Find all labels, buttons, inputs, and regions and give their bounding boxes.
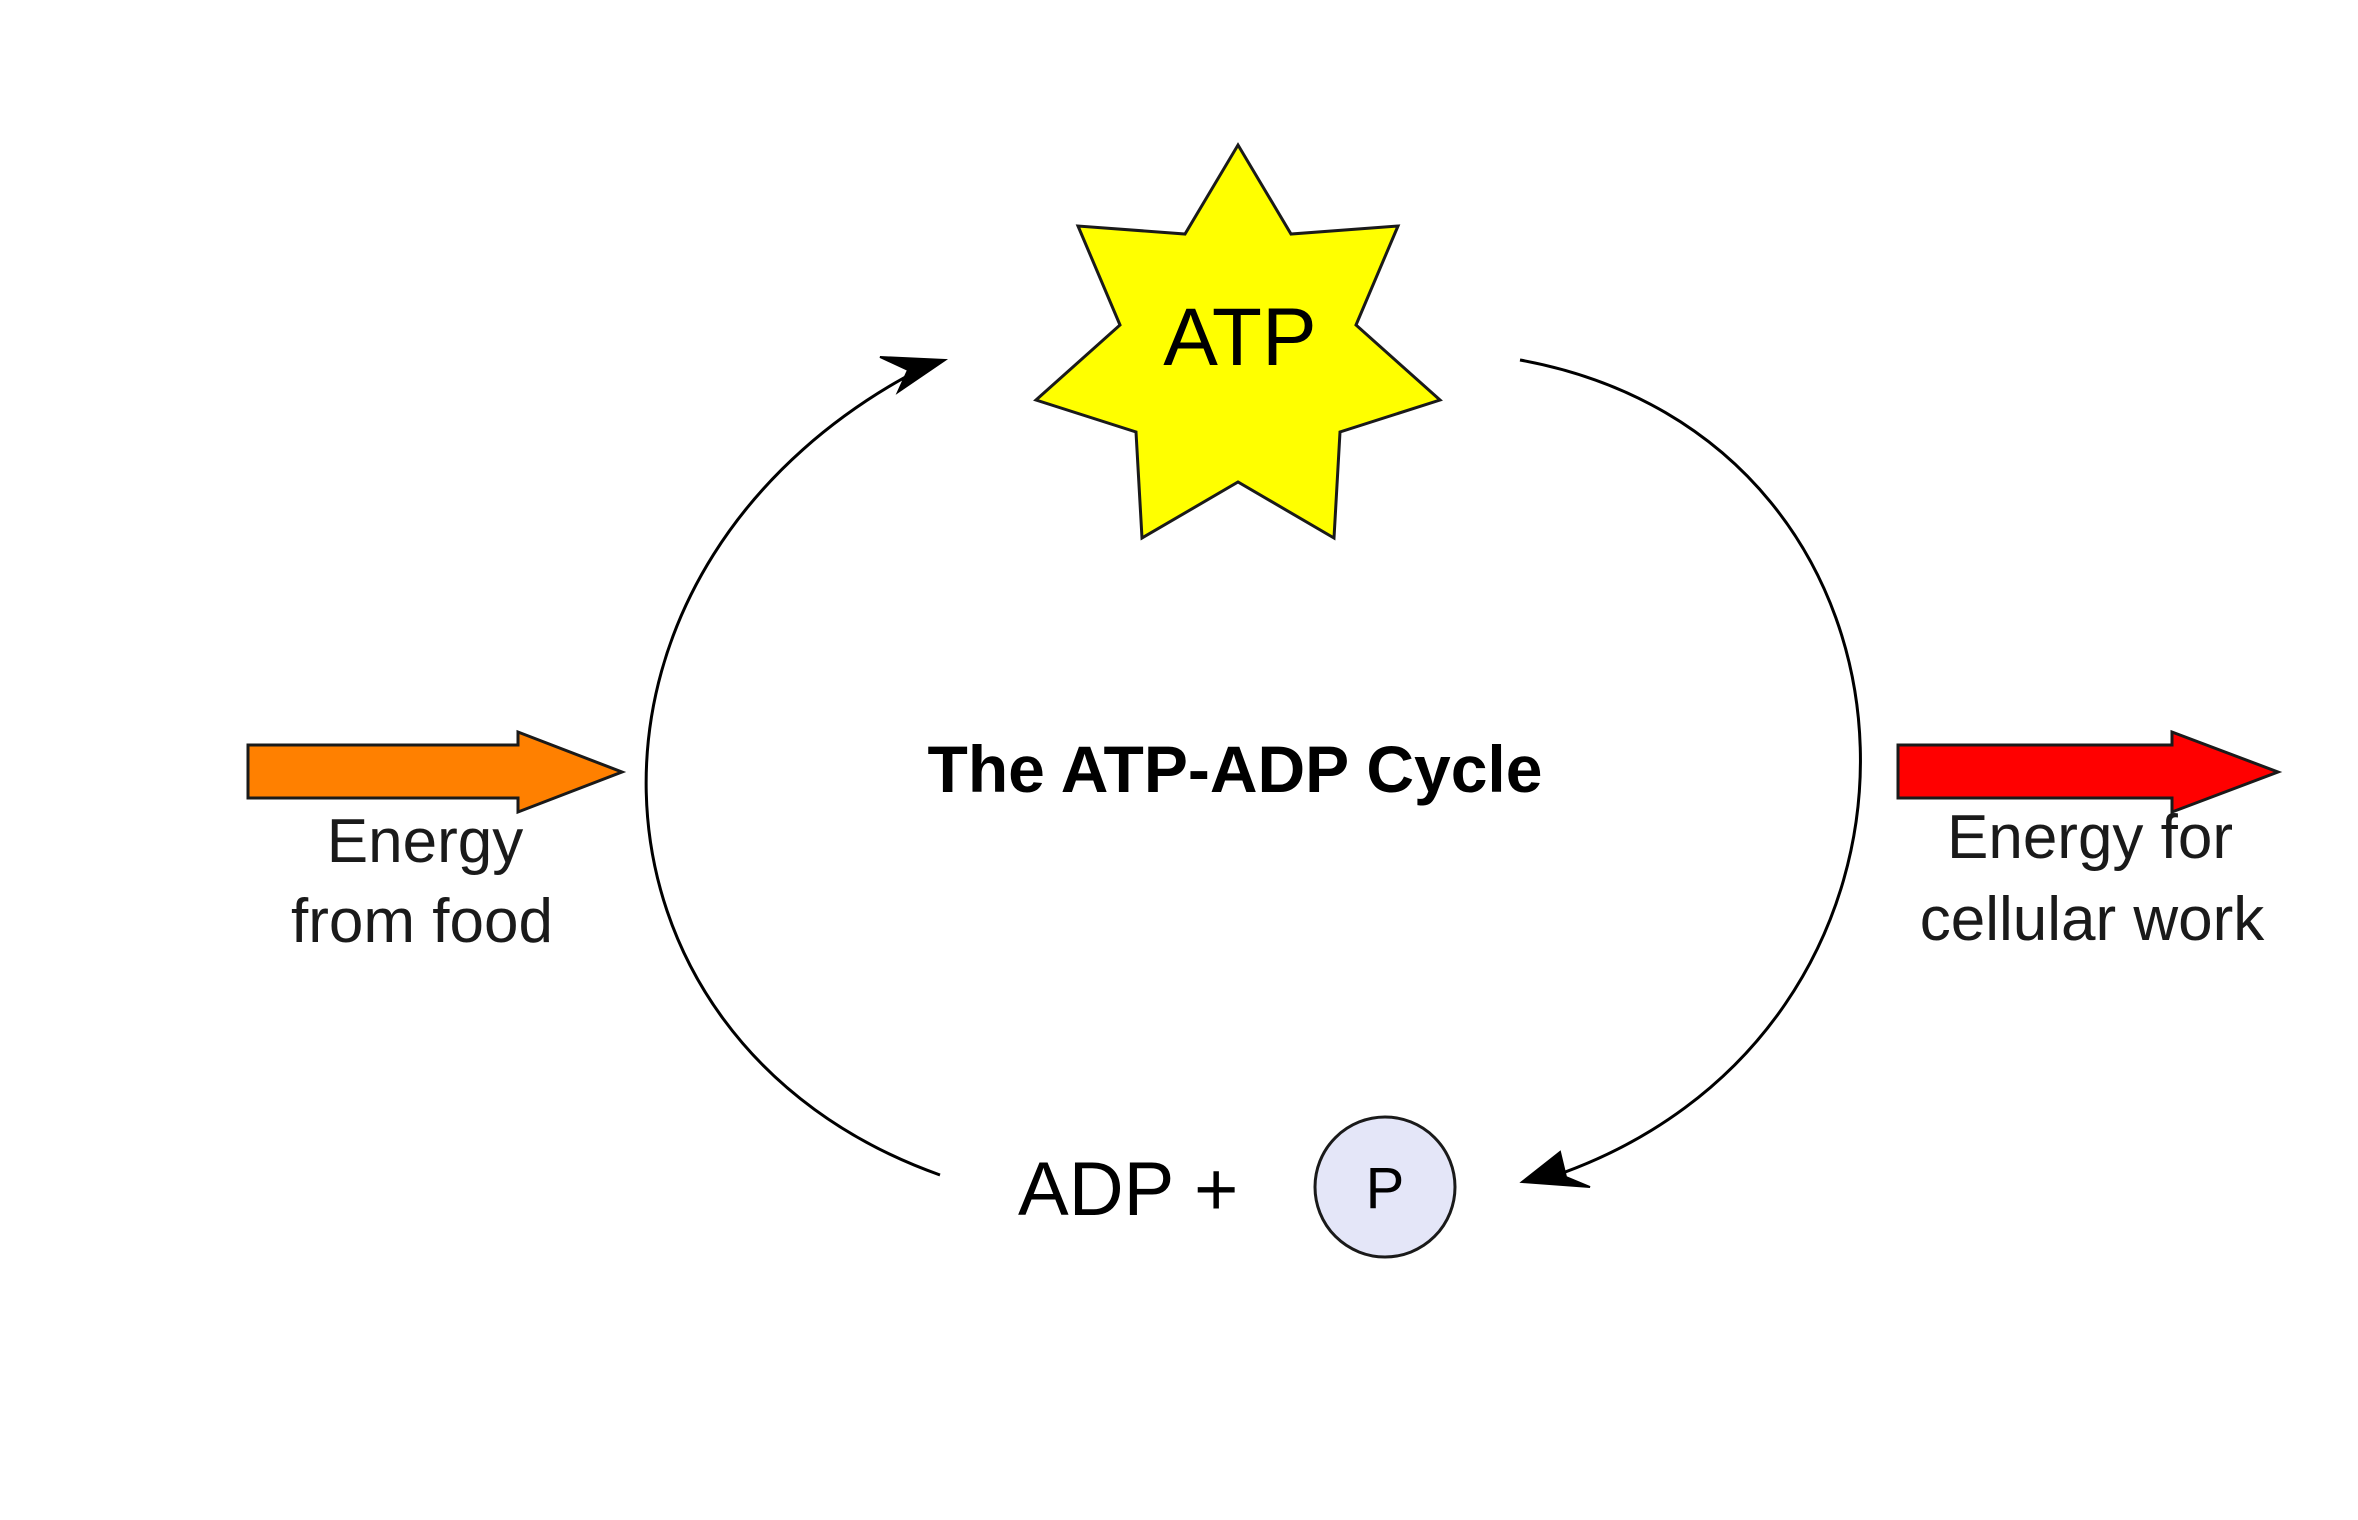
energy-in-arrow-icon xyxy=(246,729,627,815)
phosphate-label: P xyxy=(1366,1156,1405,1221)
atp-star-icon xyxy=(1033,142,1443,541)
energy-out-arrow-icon xyxy=(1896,729,2283,815)
right-cycle-arc xyxy=(1519,358,1862,1182)
energy-in-label-line1: Energy xyxy=(327,807,523,876)
right-arc-arrowhead-icon xyxy=(1519,1150,1591,1188)
energy-out-label-line2: cellular work xyxy=(1920,885,2266,954)
left-arc-arrowhead-icon xyxy=(879,356,949,395)
left-cycle-arc xyxy=(644,362,941,1177)
atp-label: ATP xyxy=(1163,292,1316,383)
energy-out-label-line1: Energy for xyxy=(1947,803,2233,872)
diagram-title: The ATP-ADP Cycle xyxy=(928,732,1543,806)
energy-in-label-line2: from food xyxy=(291,887,553,956)
phosphate-circle-icon xyxy=(1313,1115,1457,1259)
adp-label: ADP + xyxy=(1018,1147,1238,1232)
